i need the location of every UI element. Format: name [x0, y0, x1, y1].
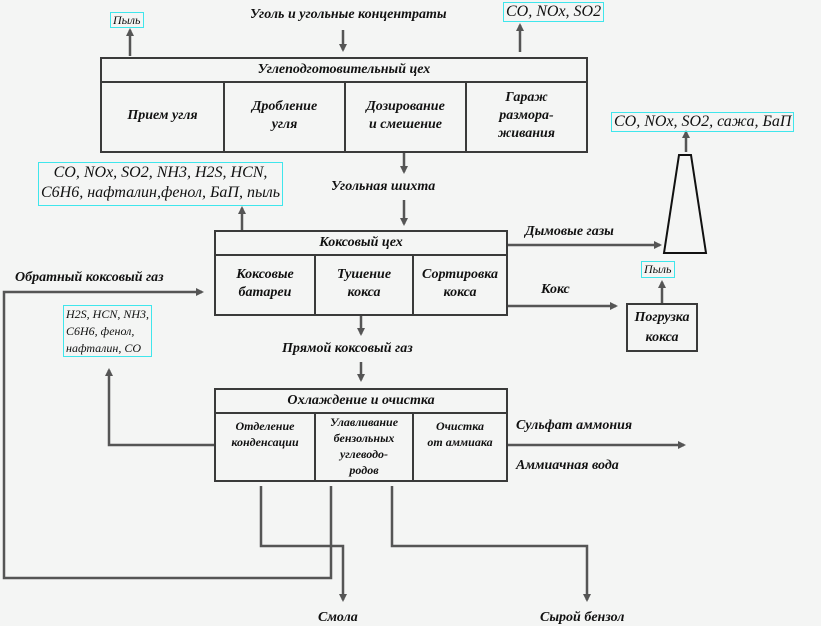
- emission-coal-prep-gases: CO, NOx, SO2: [503, 2, 605, 22]
- emission-coke-shop: CO, NOx, SO2, NH3, H2S, HCN, C6H6, нафта…: [38, 162, 284, 206]
- arrow-return-gas: [2, 288, 333, 580]
- unit-cooling-title: Охлаждение и очистка: [216, 390, 506, 414]
- cell-coal-crushing: Дробление угля: [223, 81, 344, 151]
- flow-raw-coke-gas: Прямой коксовый газ: [282, 341, 413, 356]
- cell-coke-sorting: Сортировка кокса: [412, 254, 506, 314]
- cell-coke-batteries: Коксовые батареи: [236, 267, 294, 300]
- unit-coke-shop-title: Коксовый цех: [216, 232, 506, 256]
- unit-coal-prep-title: Углеподготовительный цех: [102, 59, 586, 83]
- cell-benzene-recovery: Улавливание бензольных углеводо- родов: [314, 412, 412, 480]
- flow-ammonia-water: Аммиачная вода: [516, 458, 619, 473]
- flow-crude-benzene: Сырой бензол: [540, 610, 625, 625]
- unit-cooling-purification: Охлаждение и очистка Отделение конденсац…: [214, 388, 508, 482]
- arrow-crude-benzene: [390, 486, 591, 602]
- cell-thawing-garage: Гараж размора- живания: [465, 81, 586, 151]
- emission-condensation: H2S, HCN, NH3, C6H6, фенол, нафталин, CO: [63, 305, 153, 357]
- cell-coke-quenching: Тушение кокса: [314, 254, 412, 314]
- emission-loading-dust: Пыль: [641, 261, 675, 278]
- flow-coke: Кокс: [541, 282, 570, 297]
- cell-condensation-separation: Отделение конденсации: [231, 419, 299, 449]
- emission-coal-prep-dust: Пыль: [110, 12, 144, 28]
- cell-ammonia-removal: Очистка от аммиака: [412, 412, 506, 480]
- unit-coke-shop: Коксовый цех Коксовые батареи Тушение ко…: [214, 230, 508, 316]
- flow-ammonium-sulfate: Сульфат аммония: [516, 418, 633, 433]
- flow-coal-charge: Угольная шихта: [331, 179, 436, 194]
- flow-return-gas: Обратный коксовый газ: [15, 270, 164, 285]
- unit-coal-prep: Углеподготовительный цех Прием угля Дроб…: [100, 57, 588, 153]
- arrow-tar: [259, 486, 347, 602]
- arrow-condensation-emissions: [105, 368, 214, 447]
- flow-tar: Смола: [318, 610, 358, 625]
- emission-chimney: CO, NOx, SO2, сажа, БаП: [611, 112, 795, 132]
- flow-flue-gases: Дымовые газы: [525, 224, 614, 239]
- cell-dosing-mixing: Дозирование и смешение: [344, 81, 465, 151]
- cell-coal-receiving: Прием угля: [127, 108, 198, 123]
- unit-coke-loading: Погрузка кокса: [626, 303, 698, 352]
- coal-input-label: Уголь и угольные концентраты: [250, 7, 447, 22]
- chimney-stack: [662, 154, 708, 254]
